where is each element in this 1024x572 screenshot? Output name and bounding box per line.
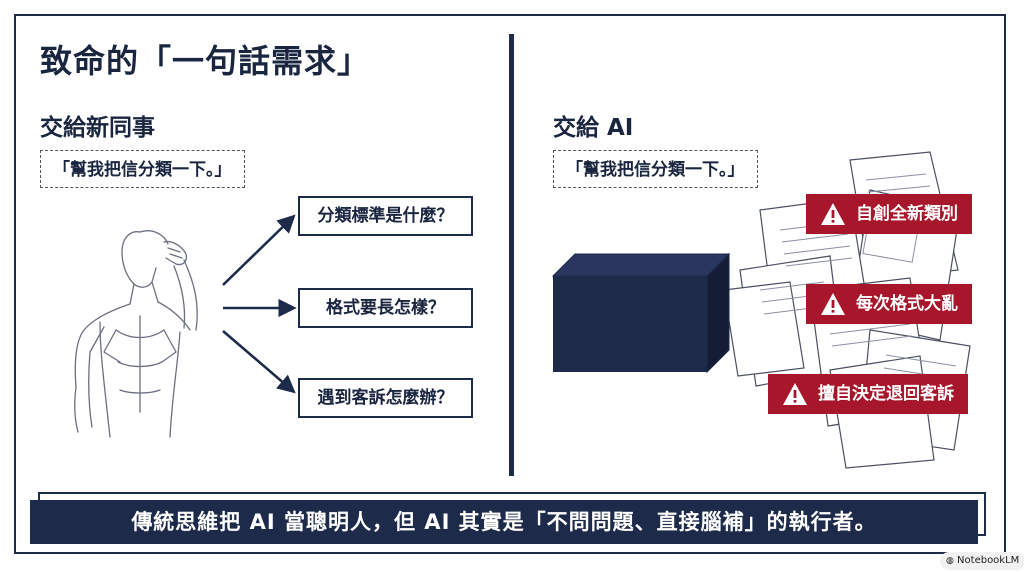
- warning-banner-new-categories: 自創全新類別: [806, 194, 972, 234]
- warning-text: 每次格式大亂: [856, 294, 958, 314]
- center-divider: [509, 34, 514, 476]
- notebooklm-logo-icon: ◍: [946, 556, 954, 566]
- conclusion-banner: 傳統思維把 AI 當聰明人，但 AI 其實是「不問問題、直接腦補」的執行者。: [30, 500, 978, 544]
- page-title: 致命的「一句話需求」: [40, 42, 371, 80]
- warning-text: 自創全新類別: [856, 204, 958, 224]
- question-box-format: 格式要長怎樣？: [298, 288, 473, 328]
- question-arrows: [222, 214, 297, 394]
- notebooklm-badge: ◍ NotebookLM: [940, 552, 1024, 570]
- question-box-criteria: 分類標準是什麼？: [298, 196, 473, 236]
- question-box-complaint: 遇到客訴怎麼辦？: [298, 378, 473, 418]
- warning-icon: [821, 203, 845, 225]
- warning-icon: [783, 383, 807, 405]
- right-heading: 交給 AI: [553, 115, 634, 141]
- left-quote-box: 「幫我把信分類一下。」: [40, 150, 245, 188]
- right-quote-box: 「幫我把信分類一下。」: [553, 150, 758, 188]
- notebooklm-badge-label: NotebookLM: [957, 555, 1020, 566]
- confused-person-illustration: [74, 230, 198, 438]
- black-box-ai-icon: [551, 252, 731, 374]
- warning-banner-reject-complaints: 擅自決定退回客訴: [768, 374, 968, 414]
- warning-banner-format-chaos: 每次格式大亂: [806, 284, 972, 324]
- left-heading: 交給新同事: [40, 115, 155, 141]
- warning-text: 擅自決定退回客訴: [818, 384, 954, 404]
- warning-icon: [821, 293, 845, 315]
- slide-frame: [14, 14, 1006, 554]
